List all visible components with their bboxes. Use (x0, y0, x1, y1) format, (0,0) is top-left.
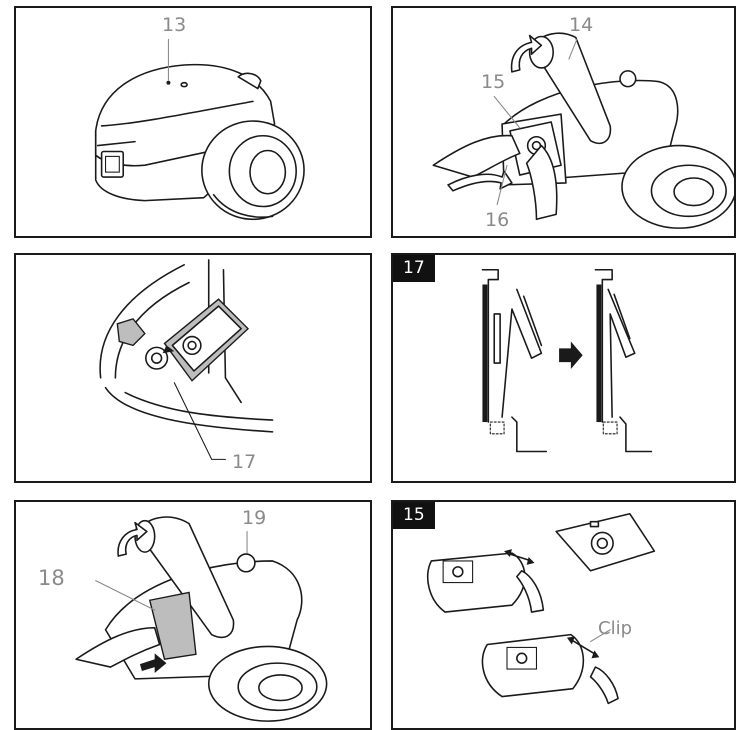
callout-18: 18 (38, 568, 65, 589)
vacuum-closed-illustration (16, 8, 370, 236)
callout-13: 13 (162, 16, 186, 35)
panel-vacuum-closed: 13 (14, 6, 372, 238)
bag-clip-illustration (393, 502, 734, 728)
callout-16: 16 (485, 211, 509, 230)
callout-17: 17 (232, 453, 256, 472)
lid-open-illustration (393, 8, 734, 236)
panel-lid-open: 14 15 16 (391, 6, 736, 238)
panel-clip-section: 17 (391, 253, 736, 483)
panel-bag-holder: 17 (14, 253, 372, 483)
clip-label: Clip (598, 620, 632, 638)
clip-section-illustration (393, 255, 734, 481)
panel-reinsert: 18 19 (14, 500, 372, 730)
callout-15: 15 (481, 73, 505, 92)
panel-bag-clip: 15 Clip (391, 500, 736, 730)
reinsert-illustration (16, 502, 370, 728)
callout-14: 14 (569, 16, 593, 35)
callout-19: 19 (242, 509, 266, 528)
bag-holder-illustration (16, 255, 370, 481)
